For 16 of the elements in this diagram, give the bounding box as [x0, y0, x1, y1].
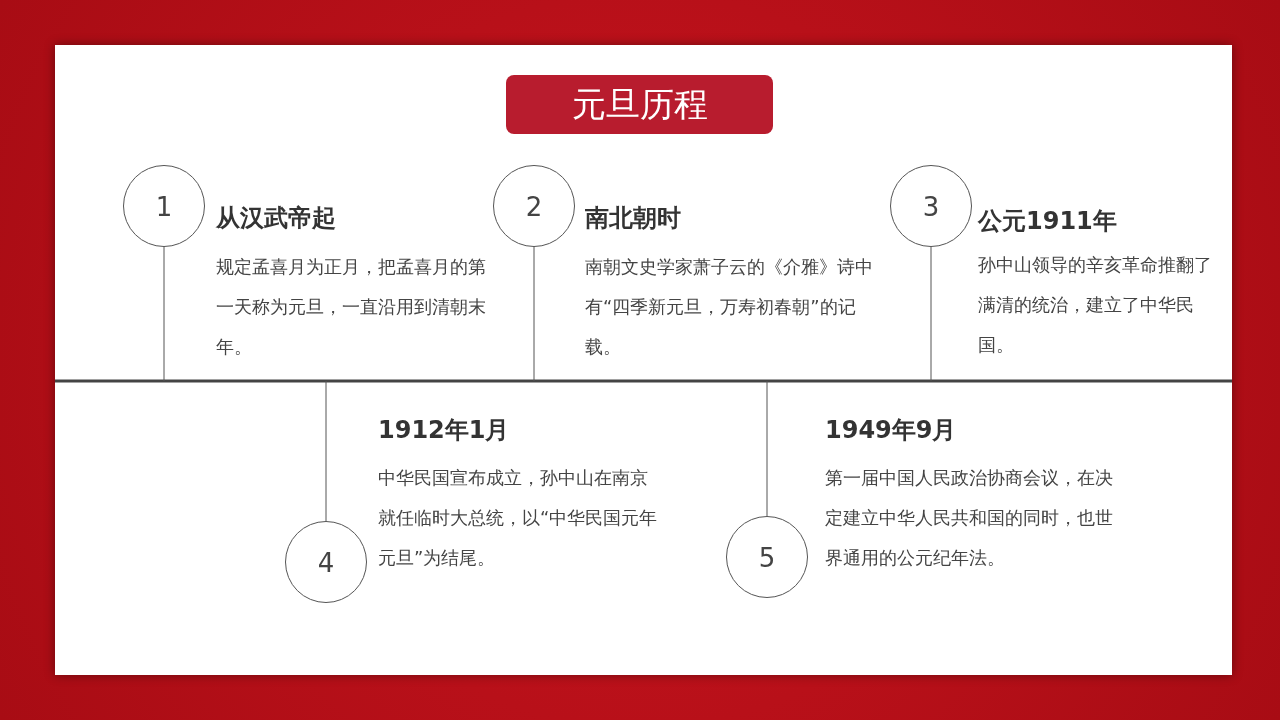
connector-line	[930, 246, 932, 382]
event-description: 第一届中国人民政治协商会议，在决定建立中华人民共和国的同时，也世界通用的公元纪年法。	[825, 466, 1114, 570]
title-banner: 元旦历程	[506, 75, 773, 134]
connector-line	[325, 380, 327, 522]
event-heading: 1949年9月	[825, 415, 957, 446]
event-heading: 南北朝时	[585, 203, 681, 234]
event-description: 中华民国宣布成立，孙中山在南京就任临时大总统，以“中华民国元年元旦”为结尾。	[378, 466, 658, 570]
connector-line	[163, 246, 165, 382]
connector-line	[766, 380, 768, 517]
event-heading: 公元1911年	[978, 206, 1117, 237]
event-description: 规定孟喜月为正月，把孟喜月的第一天称为元旦，一直沿用到清朝末年。	[216, 255, 487, 359]
event-description: 孙中山领导的辛亥革命推翻了满清的统治，建立了中华民国。	[978, 253, 1213, 357]
event-heading: 1912年1月	[378, 415, 510, 446]
event-heading: 从汉武帝起	[216, 203, 336, 234]
event-description: 南朝文史学家萧子云的《介雅》诗中有“四季新元旦，万寿初春朝”的记载。	[585, 255, 874, 359]
connector-line	[533, 246, 535, 382]
